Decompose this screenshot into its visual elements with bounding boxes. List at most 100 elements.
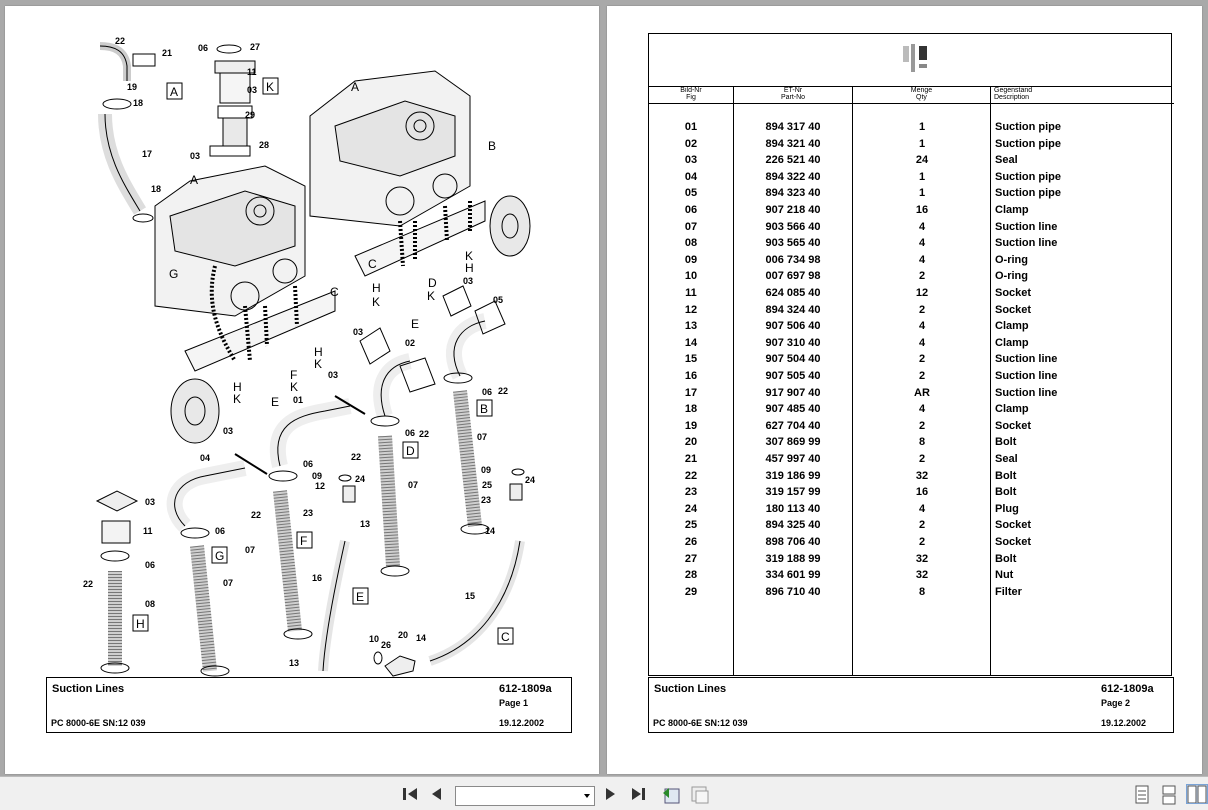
column-header-part-de: ET-Nr <box>783 87 803 94</box>
go-forward-button[interactable] <box>690 785 710 804</box>
fig-cell: 23 <box>684 486 698 499</box>
svg-text:03: 03 <box>328 370 338 380</box>
quantity-cell: 4 <box>918 320 926 333</box>
column-header-qty: Menge Qty <box>853 87 990 104</box>
description-cell: Nut <box>995 569 1014 582</box>
quantity-cell: 2 <box>918 303 926 316</box>
svg-text:H: H <box>233 380 242 394</box>
part-number-cell: 894 321 40 <box>765 137 821 150</box>
column-header-qty-en: Qty <box>916 94 927 101</box>
svg-text:22: 22 <box>115 36 125 46</box>
fig-cell: 16 <box>684 370 698 382</box>
last-page-button[interactable] <box>630 785 648 803</box>
fig-cell: 21 <box>684 453 698 465</box>
fig-cell: 17 <box>684 386 698 399</box>
svg-text:A: A <box>190 173 198 187</box>
quantity-cell: 2 <box>918 419 926 432</box>
quantity-cell: AR <box>914 386 930 399</box>
part-number-cell: 319 157 99 <box>765 486 821 499</box>
svg-text:K: K <box>290 380 298 394</box>
description-cell: Bolt <box>995 469 1017 482</box>
description-cell: Socket <box>995 536 1032 548</box>
single-page-view-button[interactable] <box>1134 785 1150 804</box>
machine-model: PC 8000-6E SN:12 039 <box>653 718 748 728</box>
column-header-part-en: Part-No <box>780 94 806 101</box>
description-cell: Suction line <box>995 220 1058 233</box>
quantity-cell: 24 <box>915 154 929 167</box>
svg-text:E: E <box>356 590 364 604</box>
part-number-cell: 907 505 40 <box>765 370 821 382</box>
svg-text:06: 06 <box>303 459 313 469</box>
parts-table: Bild-Nr Fig ET-Nr Part-No Menge Qty Gege… <box>648 33 1174 676</box>
first-page-button[interactable] <box>401 785 419 803</box>
description-cell: Suction pipe <box>995 187 1061 200</box>
part-number-cell: 896 710 40 <box>765 585 821 598</box>
svg-text:13: 13 <box>360 519 370 529</box>
part-number-cell: 917 907 40 <box>765 386 821 399</box>
svg-text:24: 24 <box>355 474 365 484</box>
facing-pages-view-icon <box>1187 785 1207 804</box>
part-number-cell: 624 085 40 <box>765 287 821 299</box>
svg-text:H: H <box>136 617 145 631</box>
description-cell: Socket <box>995 519 1032 532</box>
quantity-cell: 4 <box>918 237 926 250</box>
description-cell: Suction line <box>995 237 1058 250</box>
quantity-cell: 32 <box>915 569 929 582</box>
part-number-cell: 307 869 99 <box>765 436 821 449</box>
svg-text:09: 09 <box>312 471 322 481</box>
svg-text:13: 13 <box>289 658 299 668</box>
quantity-cell: 1 <box>918 121 926 133</box>
part-number-cell: 334 601 99 <box>765 569 821 582</box>
fig-cell: 28 <box>684 569 698 582</box>
svg-text:B: B <box>480 402 488 416</box>
svg-text:03: 03 <box>247 85 257 95</box>
logo-area <box>649 34 1171 87</box>
quantity-cell: 32 <box>915 469 929 482</box>
svg-text:06: 06 <box>198 43 208 53</box>
part-number-cell: 457 997 40 <box>765 453 821 465</box>
next-page-button[interactable] <box>604 785 618 803</box>
prev-page-icon <box>432 788 441 800</box>
previous-page-button[interactable] <box>429 785 443 803</box>
svg-text:19: 19 <box>127 82 137 92</box>
part-number-cell: 907 218 40 <box>765 204 821 216</box>
svg-text:16: 16 <box>312 573 322 583</box>
fig-cell: 15 <box>684 353 698 366</box>
facing-pages-view-button[interactable] <box>1186 784 1208 804</box>
quantity-cell: 2 <box>918 353 926 366</box>
description-cell: Suction line <box>995 370 1058 382</box>
fig-cell: 06 <box>684 204 698 216</box>
fig-cell: 22 <box>684 469 698 482</box>
svg-text:07: 07 <box>477 432 487 442</box>
svg-text:12: 12 <box>315 481 325 491</box>
column-header-desc: Gegenstand Description <box>991 87 1174 104</box>
description-cell: O-ring <box>995 270 1028 283</box>
part-number-cell: 006 734 98 <box>765 253 821 266</box>
fig-cell: 12 <box>684 303 698 316</box>
title-block-page-1: Suction Lines 612-1809a Page 1 PC 8000-6… <box>46 677 572 733</box>
svg-text:14: 14 <box>485 526 495 536</box>
page-number-input[interactable] <box>455 786 595 806</box>
description-cell: Socket <box>995 419 1032 432</box>
quantity-cell: 4 <box>918 253 926 266</box>
description-cell: Suction pipe <box>995 137 1061 150</box>
svg-text:03: 03 <box>190 151 200 161</box>
svg-text:05: 05 <box>493 295 503 305</box>
part-number-cell: 894 323 40 <box>765 187 821 200</box>
quantity-cell: 4 <box>918 502 926 515</box>
svg-text:27: 27 <box>250 42 260 52</box>
go-back-button[interactable] <box>661 785 681 804</box>
chevron-down-icon[interactable] <box>584 794 590 798</box>
svg-text:K: K <box>465 249 473 263</box>
first-page-icon <box>403 788 417 800</box>
continuous-view-button[interactable] <box>1161 785 1177 805</box>
